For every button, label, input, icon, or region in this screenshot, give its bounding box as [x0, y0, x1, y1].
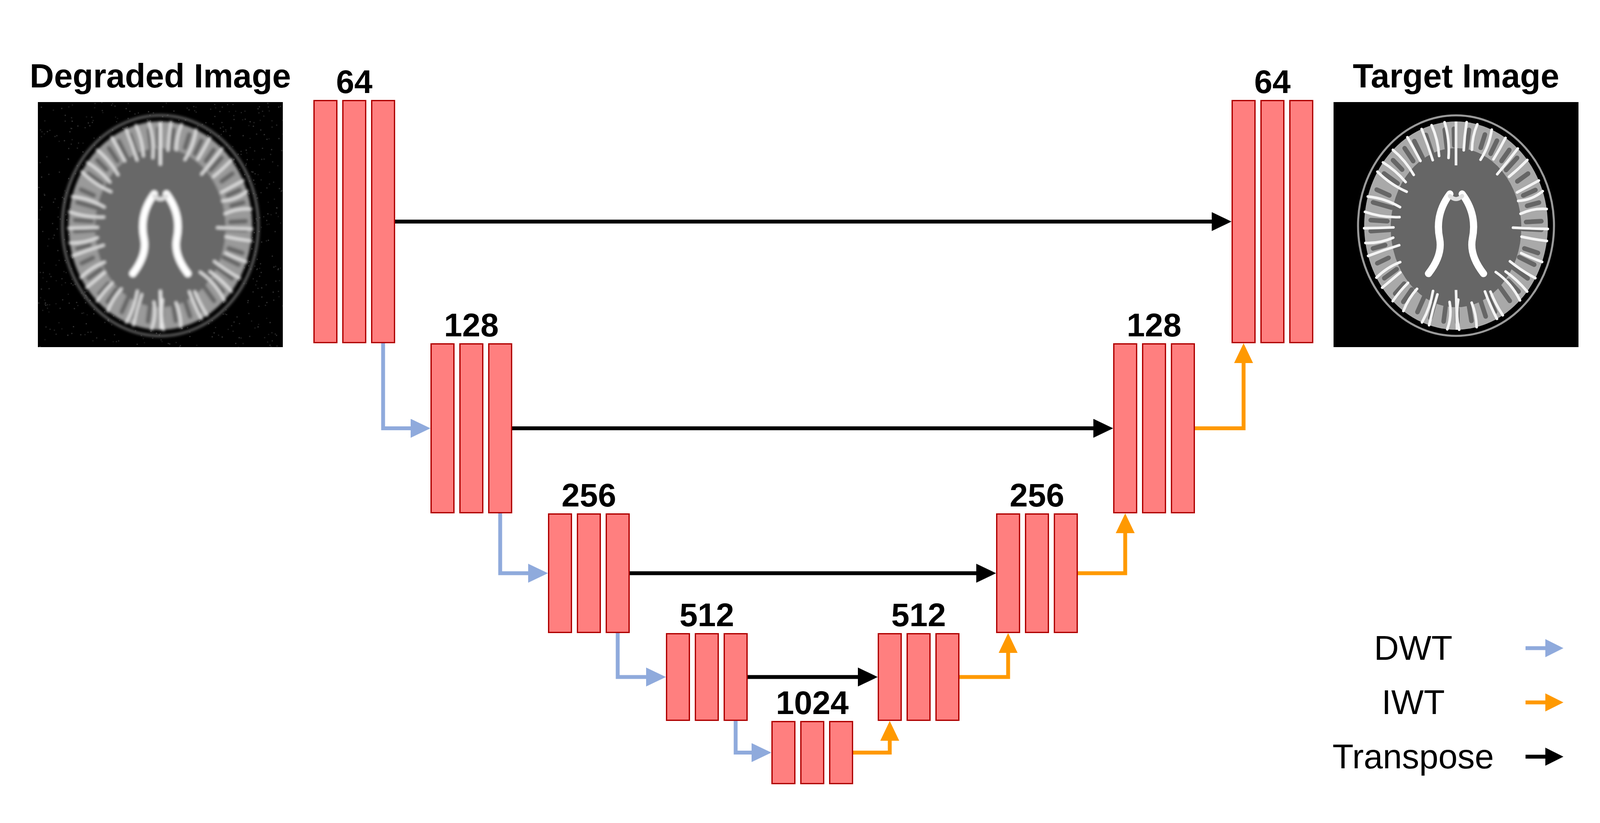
label-holder: 256: [1009, 478, 1065, 514]
feature-map: [1113, 343, 1138, 514]
feature-map: [547, 513, 573, 633]
feature-map: [800, 720, 825, 784]
feature-map: [771, 720, 796, 784]
feature-block: 1024: [771, 720, 854, 784]
dwt-arrow: [735, 720, 756, 753]
feature-map: [342, 99, 367, 344]
mri-slice: [1333, 102, 1579, 347]
legend-swatch: [1525, 691, 1565, 713]
feature-map: [935, 632, 960, 721]
feature-map: [877, 632, 902, 721]
iwt-arrow: [959, 649, 1009, 677]
feature-map: [1231, 99, 1256, 344]
label-holder: Degraded Image: [29, 58, 291, 103]
feature-map: [829, 720, 854, 784]
feature-map: [313, 99, 338, 344]
feature-block: 256: [996, 513, 1078, 633]
label-holder: 256: [561, 478, 617, 514]
feature-map: [906, 632, 931, 721]
feature-map: [723, 632, 748, 721]
feature-block: 512: [665, 632, 748, 721]
feature-map: [459, 343, 484, 514]
channel-count: 64: [336, 65, 373, 99]
label-holder: 64: [1254, 65, 1291, 100]
transpose-arrow: [747, 674, 862, 679]
image-title: Degraded Image: [29, 58, 291, 93]
image-panel: Degraded Image: [37, 102, 283, 347]
mri-slice: [37, 102, 283, 347]
feature-map: [1289, 99, 1314, 344]
legend-label: Transpose: [1332, 739, 1495, 774]
legend-label: DWT: [1374, 630, 1453, 666]
image-title: Target Image: [1352, 58, 1560, 93]
transpose-arrow: [512, 426, 1097, 431]
feature-map: [430, 343, 455, 514]
dwt-arrow: [617, 632, 650, 677]
iwt-arrow: [853, 736, 890, 753]
feature-map: [488, 343, 513, 514]
dwt-arrow: [500, 513, 532, 573]
channel-count: 128: [444, 308, 499, 342]
feature-map: [1053, 513, 1078, 633]
channel-count: 512: [679, 598, 735, 632]
channel-count: 256: [1009, 478, 1065, 512]
channel-count: 1024: [775, 686, 849, 719]
feature-map: [576, 513, 601, 633]
feature-map: [996, 513, 1021, 633]
label-holder: 512: [679, 598, 735, 633]
channel-count: 512: [891, 598, 947, 632]
label-holder: 128: [1126, 308, 1182, 344]
dwt-arrow: [383, 343, 415, 429]
feature-map: [694, 632, 719, 721]
feature-block: 256: [547, 513, 630, 633]
label-holder: 1024: [775, 686, 849, 721]
feature-block: 128: [1113, 343, 1195, 514]
feature-block: 64: [313, 99, 396, 344]
feature-map: [605, 513, 630, 633]
channel-count: 256: [561, 478, 617, 512]
feature-block: 128: [430, 343, 513, 514]
legend-swatch: [1525, 745, 1565, 768]
feature-map: [1170, 343, 1195, 514]
legend-label: IWT: [1381, 684, 1446, 720]
image-panel: Target Image: [1333, 102, 1579, 347]
feature-map: [371, 99, 396, 344]
feature-map: [1141, 343, 1167, 514]
label-holder: 64: [336, 65, 373, 100]
label-holder: 512: [891, 598, 947, 633]
label-holder: 128: [444, 308, 499, 344]
channel-count: 64: [1254, 65, 1291, 99]
feature-map: [1024, 513, 1050, 633]
feature-block: 64: [1231, 99, 1314, 344]
feature-map: [665, 632, 691, 721]
feature-block: 512: [877, 632, 960, 721]
label-holder: Target Image: [1352, 58, 1560, 103]
iwt-arrow: [1077, 529, 1126, 573]
legend-swatch: [1525, 637, 1565, 659]
iwt-arrow: [1194, 359, 1244, 429]
transpose-arrow: [629, 571, 980, 576]
channel-count: 128: [1126, 308, 1182, 342]
feature-map: [1260, 99, 1285, 344]
transpose-arrow: [395, 219, 1216, 224]
